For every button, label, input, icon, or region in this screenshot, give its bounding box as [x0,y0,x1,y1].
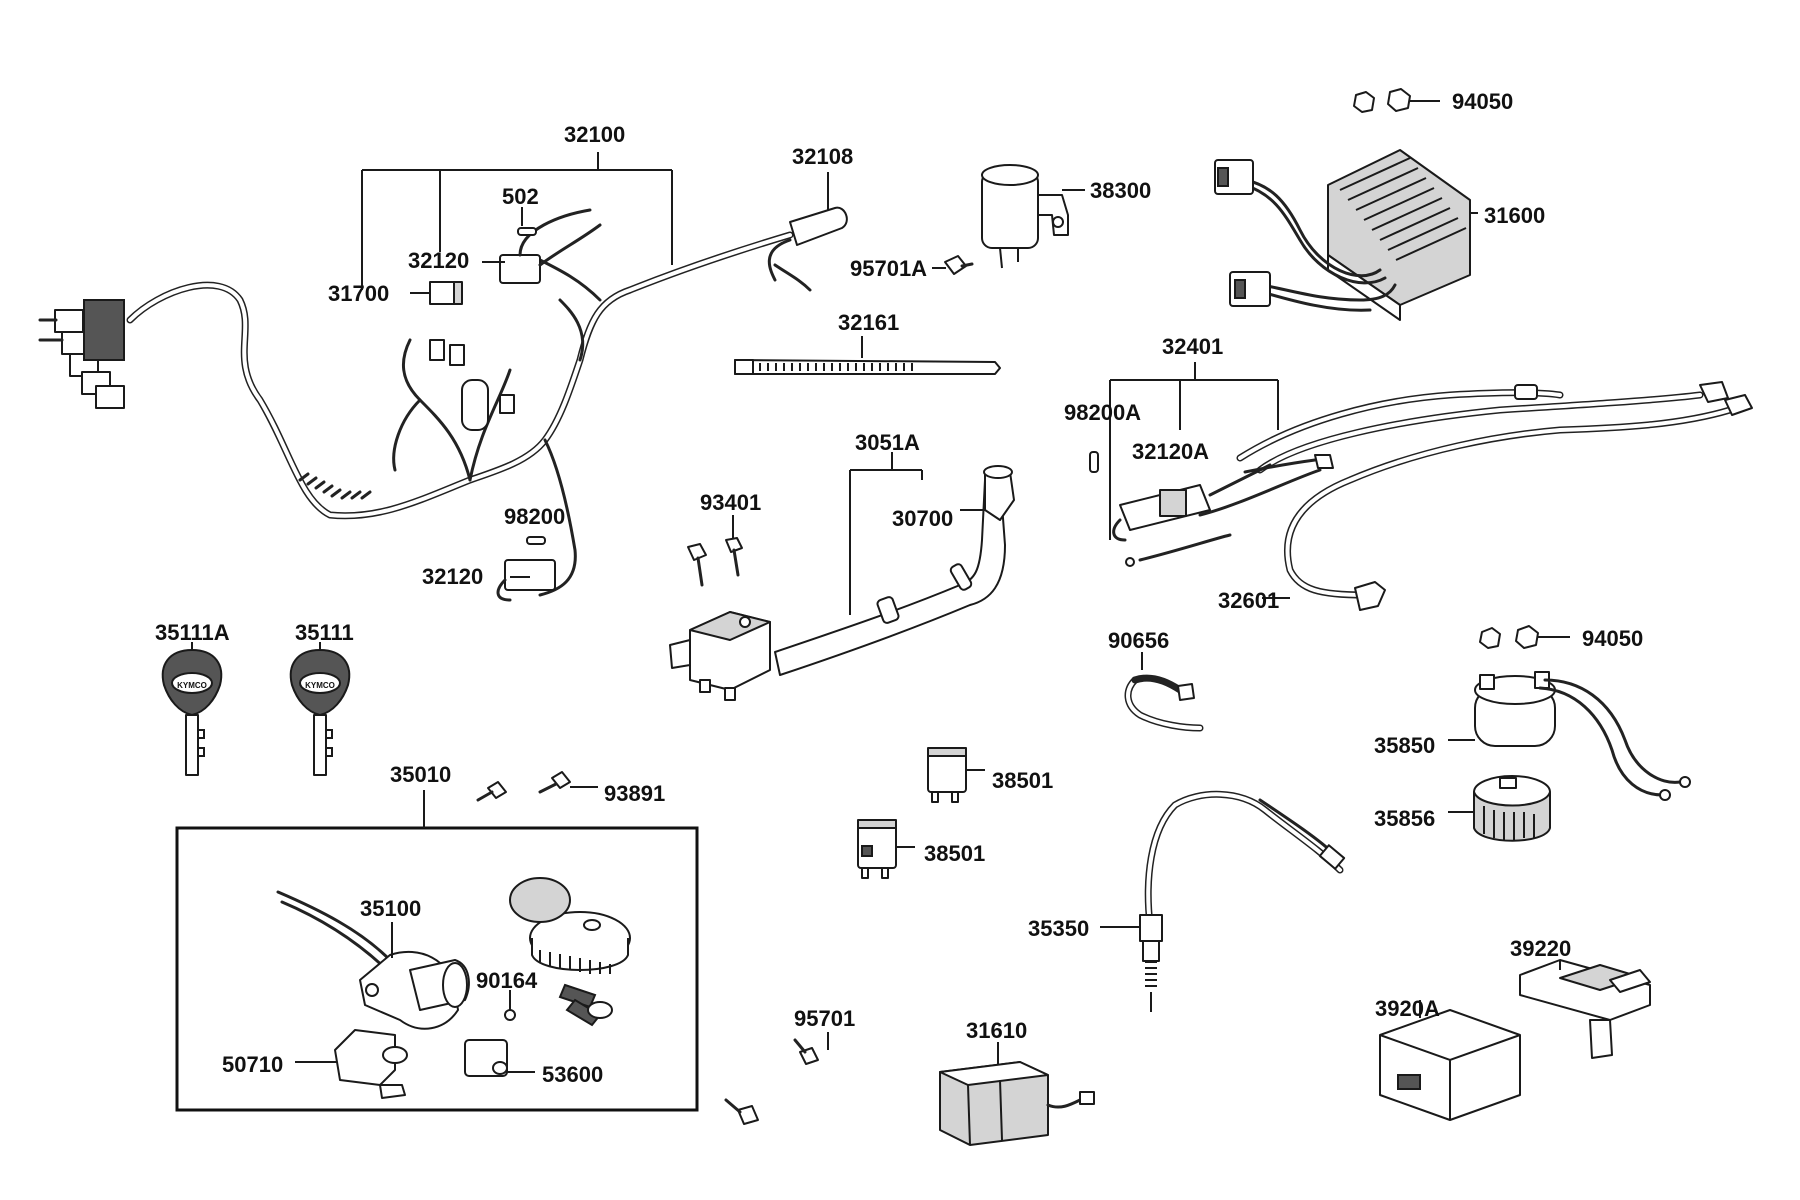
lock-53600 [464,1039,535,1077]
label-32120-bottom: 32120 [422,564,484,589]
regulator-rectifier-31600 [1214,149,1478,321]
ignition-switch-35100 [276,890,470,1030]
harness-end-cap-32108 [767,206,848,292]
label-94050-mid: 94050 [1582,626,1644,651]
label-35350: 35350 [1028,916,1090,941]
relay-cover-35856 [1448,775,1551,842]
label-50710: 50710 [222,1052,284,1077]
label-95701: 95701 [794,1006,856,1031]
label-32120A: 32120A [1132,439,1210,464]
label-35850: 35850 [1374,733,1436,758]
starter-cable-32401 [1089,362,1729,567]
label-3920A: 3920A [1375,996,1440,1021]
nuts-94050-mid [1479,625,1570,649]
label-93891: 93891 [604,781,666,806]
bolt-95701 [724,1032,829,1125]
cable-tie-32161 [734,336,1001,375]
capacitor-38300 [981,164,1085,269]
main-wire-harness [38,208,794,602]
starter-relay-35850 [1448,671,1691,801]
key-35111A [161,642,223,776]
label-32401: 32401 [1162,334,1224,359]
label-39220: 39220 [1510,936,1572,961]
fuse-98200 [526,536,546,545]
relay-31700 [429,281,463,305]
label-32120-top: 32120 [408,248,470,273]
label-35856: 35856 [1374,806,1436,831]
label-38501-upper: 38501 [992,768,1054,793]
ignition-coil-3051A [669,452,1015,701]
ground-cable-32601 [1262,394,1753,611]
bolt-95701A [932,255,974,275]
lock-50710 [295,1029,408,1099]
label-35111: 35111 [295,620,354,645]
band-90656 [1124,652,1204,732]
harness-connector-cluster [38,299,125,409]
label-94050-top: 94050 [1452,89,1514,114]
label-90164: 90164 [476,968,538,993]
label-32601: 32601 [1218,588,1280,613]
seat-lock-cap [509,877,631,974]
label-32108: 32108 [792,144,854,169]
label-3051A: 3051A [855,430,920,455]
label-35100: 35100 [360,896,422,921]
label-31600: 31600 [1484,203,1546,228]
key-35111 [289,642,351,776]
bolts-93401 [687,515,743,587]
label-32161: 32161 [838,310,900,335]
key-brand-logo-b: KYMCO [305,681,335,690]
screws-93891 [476,771,598,802]
label-30700: 30700 [892,506,954,531]
relay-38501-lower [857,819,915,879]
label-502: 502 [502,184,539,209]
nuts-94050-top [1353,88,1440,113]
lock-set-frame-35010 [175,826,699,1112]
label-31610: 31610 [966,1018,1028,1043]
key-brand-logo-a: KYMCO [177,681,207,690]
label-31700: 31700 [328,281,390,306]
label-98200A: 98200A [1064,400,1142,425]
label-38300: 38300 [1090,178,1152,203]
label-98200: 98200 [504,504,566,529]
label-35111A: 35111A [155,620,230,645]
label-38501-lower: 38501 [924,841,986,866]
ecu-3920A [1379,1000,1521,1121]
label-32100: 32100 [564,122,626,147]
label-95701A: 95701A [850,256,928,281]
label-93401: 93401 [700,490,762,515]
bracket-39220 [1519,959,1651,1059]
cdi-unit-31610 [939,1042,1095,1146]
leader-lines-harness [361,152,829,578]
label-35010: 35010 [390,762,452,787]
relay-38501-upper [927,747,985,803]
fuse-502 [517,227,537,236]
label-53600: 53600 [542,1062,604,1087]
label-90656: 90656 [1108,628,1170,653]
sensor-35350 [1100,790,1346,1012]
key-ring-90164 [504,983,613,1027]
